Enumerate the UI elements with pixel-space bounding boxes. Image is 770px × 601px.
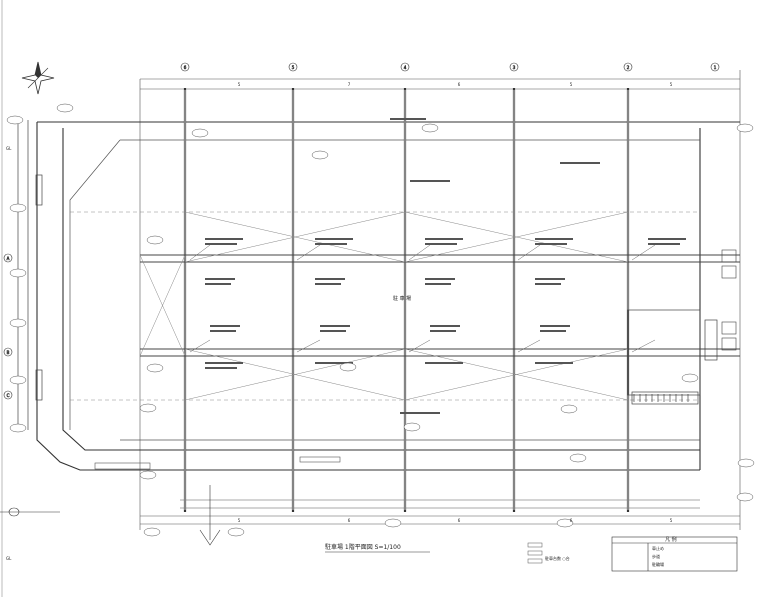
column-marker-label: 6	[184, 65, 187, 70]
legend-item-2: 歩道	[652, 553, 660, 559]
bottom-dimension-label: 6	[348, 518, 351, 523]
column-marker-3	[509, 62, 519, 72]
bottom-dimension-label: 6	[458, 518, 461, 523]
legend-item-3: 駐輪場	[652, 561, 664, 567]
top-dimension-label: 5	[670, 82, 673, 87]
row-marker-label: C	[7, 393, 10, 398]
note-text: 駐車台数 ○台	[545, 555, 570, 561]
column-marker-label: 4	[404, 65, 407, 70]
sheet-title: 駐車場 1階平面図 S=1/100	[325, 543, 401, 551]
stair-icon	[627, 309, 718, 405]
side-label-left: GL	[6, 146, 12, 151]
column-marker-label: 5	[292, 65, 295, 70]
row-marker-label: A	[7, 256, 10, 261]
top-dimension-label: 5	[570, 82, 573, 87]
bottom-dimension-label: 5	[238, 518, 241, 523]
row-marker-label: B	[7, 350, 10, 355]
column-marker-5	[288, 62, 298, 72]
bottom-dimension-label: 6	[570, 518, 573, 523]
column-marker-label: 3	[513, 65, 516, 70]
side-label-left-2: GL	[6, 556, 12, 561]
column-marker-4	[400, 62, 410, 72]
legend-heading: 凡 例	[665, 536, 677, 543]
top-dimension-label: 5	[238, 82, 241, 87]
row-marker-C	[3, 390, 13, 400]
top-dimension-label: 6	[458, 82, 461, 87]
column-marker-label: 1	[714, 65, 717, 70]
center-label: 駐 車 場	[393, 295, 411, 302]
row-marker-A	[3, 253, 13, 263]
bottom-dimension-label: 5	[670, 518, 673, 523]
column-marker-label: 2	[627, 65, 630, 70]
row-marker-B	[3, 347, 13, 357]
column-marker-1	[710, 62, 720, 72]
column-marker-icon: 6 5 4 3 2 1	[180, 62, 720, 72]
legend-item-1: 車止め	[652, 545, 664, 551]
top-dimension-label: 7	[348, 82, 351, 87]
north-arrow-icon	[21, 61, 55, 95]
column-marker-6	[180, 62, 190, 72]
column-marker-2	[623, 62, 633, 72]
